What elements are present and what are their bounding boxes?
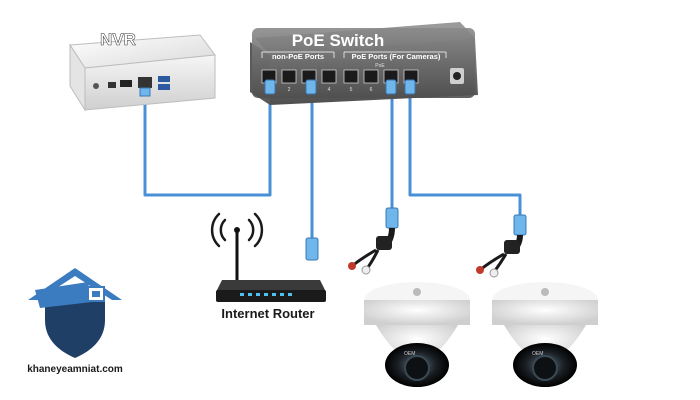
nvr-label: NVR [100,30,136,49]
router-device: Internet Router [210,212,326,321]
poe-ports-label: PoE Ports (For Cameras) [352,52,441,61]
camera-1-brand: OEM [404,351,415,357]
router-connector [305,237,319,261]
cables [143,88,522,242]
nvr-device: NVR [69,30,216,112]
connector-port-8 [404,79,416,95]
camera-2: OEM [476,214,598,387]
port-number-4: 4 [328,87,331,93]
watermark-text: khaneyeamniat.com [27,364,123,375]
cable-nvr-to-switch [143,88,272,197]
connector-port-3 [305,79,317,95]
cable-camera2-to-switch [408,90,522,217]
switch-port-2[interactable] [281,69,297,84]
wifi-signal-icon [210,212,264,248]
camera-icon [35,282,105,308]
switch-ports [261,69,419,84]
camera-2-brand: OEM [532,351,543,357]
connector-port-7 [385,79,397,95]
camera-1: OEM [348,207,470,387]
port-number-5: 5 [350,87,353,93]
switch-title: PoE Switch [292,31,385,50]
shield-icon [45,300,105,358]
switch-port-4[interactable] [321,69,337,84]
switch-port-5[interactable] [343,69,359,84]
port-number-6: 6 [370,87,373,93]
brand-logo: khaneyeamniat.com [27,268,123,375]
switch-port-6[interactable] [363,69,379,84]
non-poe-ports-label: non-PoE Ports [272,52,324,61]
router-label: Internet Router [221,306,314,321]
port-number-2: 2 [288,87,291,93]
connector-port-1 [264,79,276,95]
poe-switch-device: PoE Switch non-PoE Ports PoE Ports (For … [250,22,478,105]
poe-small-label: PoE [375,63,385,69]
